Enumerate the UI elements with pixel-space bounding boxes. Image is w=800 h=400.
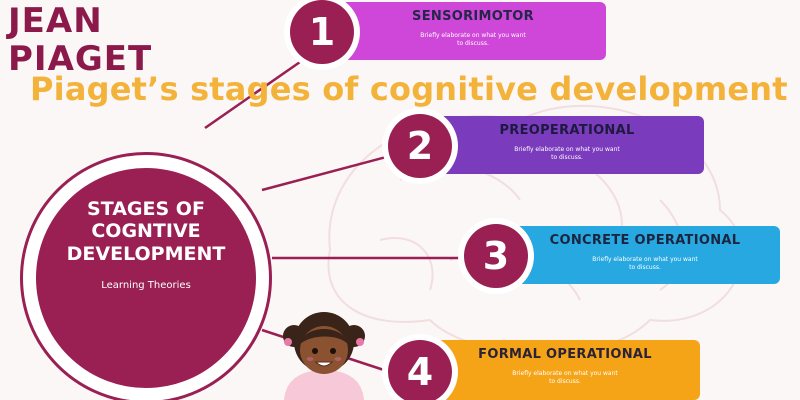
stage-number-badge-3: 3: [458, 218, 534, 294]
hub-subtitle: Learning Theories: [101, 280, 191, 291]
stage-number: 3: [482, 234, 510, 278]
stage-banner-sensorimotor: SENSORIMOTOR Briefly elaborate on what y…: [340, 2, 606, 60]
child-eye-right: [330, 348, 336, 354]
author-name-first: JEAN: [8, 1, 103, 41]
stage-number-badge-1: 1: [284, 0, 360, 70]
connector-line-2: [261, 154, 391, 192]
hub-title: STAGES OF COGNTIVE DEVELOPMENT: [66, 198, 226, 265]
stage-number-badge-4: 4: [382, 334, 458, 400]
child-shirt: [284, 370, 364, 400]
stage-banner-formal-operational: FORMAL OPERATIONAL Briefly elaborate on …: [430, 340, 700, 400]
stage-description: Briefly elaborate on what you want to di…: [420, 32, 526, 48]
child-mouth: [314, 361, 334, 367]
stage-description: Briefly elaborate on what you want to di…: [514, 146, 620, 162]
child-bangs: [300, 329, 348, 344]
child-bow-left: [284, 338, 292, 346]
child-illustration-icon: [283, 312, 365, 400]
stage-name: CONCRETE OPERATIONAL: [549, 233, 741, 248]
child-cheek-right: [334, 357, 342, 361]
child-eye-left: [312, 348, 318, 354]
stage-name: PREOPERATIONAL: [499, 123, 635, 138]
stage-banner-concrete-operational: CONCRETE OPERATIONAL Briefly elaborate o…: [510, 226, 780, 284]
stage-number: 4: [406, 350, 434, 394]
child-cheek-left: [306, 357, 314, 361]
stage-number-badge-2: 2: [382, 108, 458, 184]
stage-description: Briefly elaborate on what you want to di…: [512, 370, 618, 386]
stage-banner-preoperational: PREOPERATIONAL Briefly elaborate on what…: [430, 116, 704, 174]
stage-number: 1: [308, 10, 336, 54]
hub-circle: [36, 168, 256, 388]
stage-description: Briefly elaborate on what you want to di…: [592, 256, 698, 272]
stage-name: SENSORIMOTOR: [412, 9, 534, 24]
child-bow-right: [356, 338, 364, 346]
stage-number: 2: [406, 124, 434, 168]
page-title: Piaget’s stages of cognitive development: [30, 70, 788, 108]
connector-line-1: [204, 60, 301, 130]
author-name-last: PIAGET: [8, 39, 153, 79]
stage-name: FORMAL OPERATIONAL: [478, 347, 652, 362]
